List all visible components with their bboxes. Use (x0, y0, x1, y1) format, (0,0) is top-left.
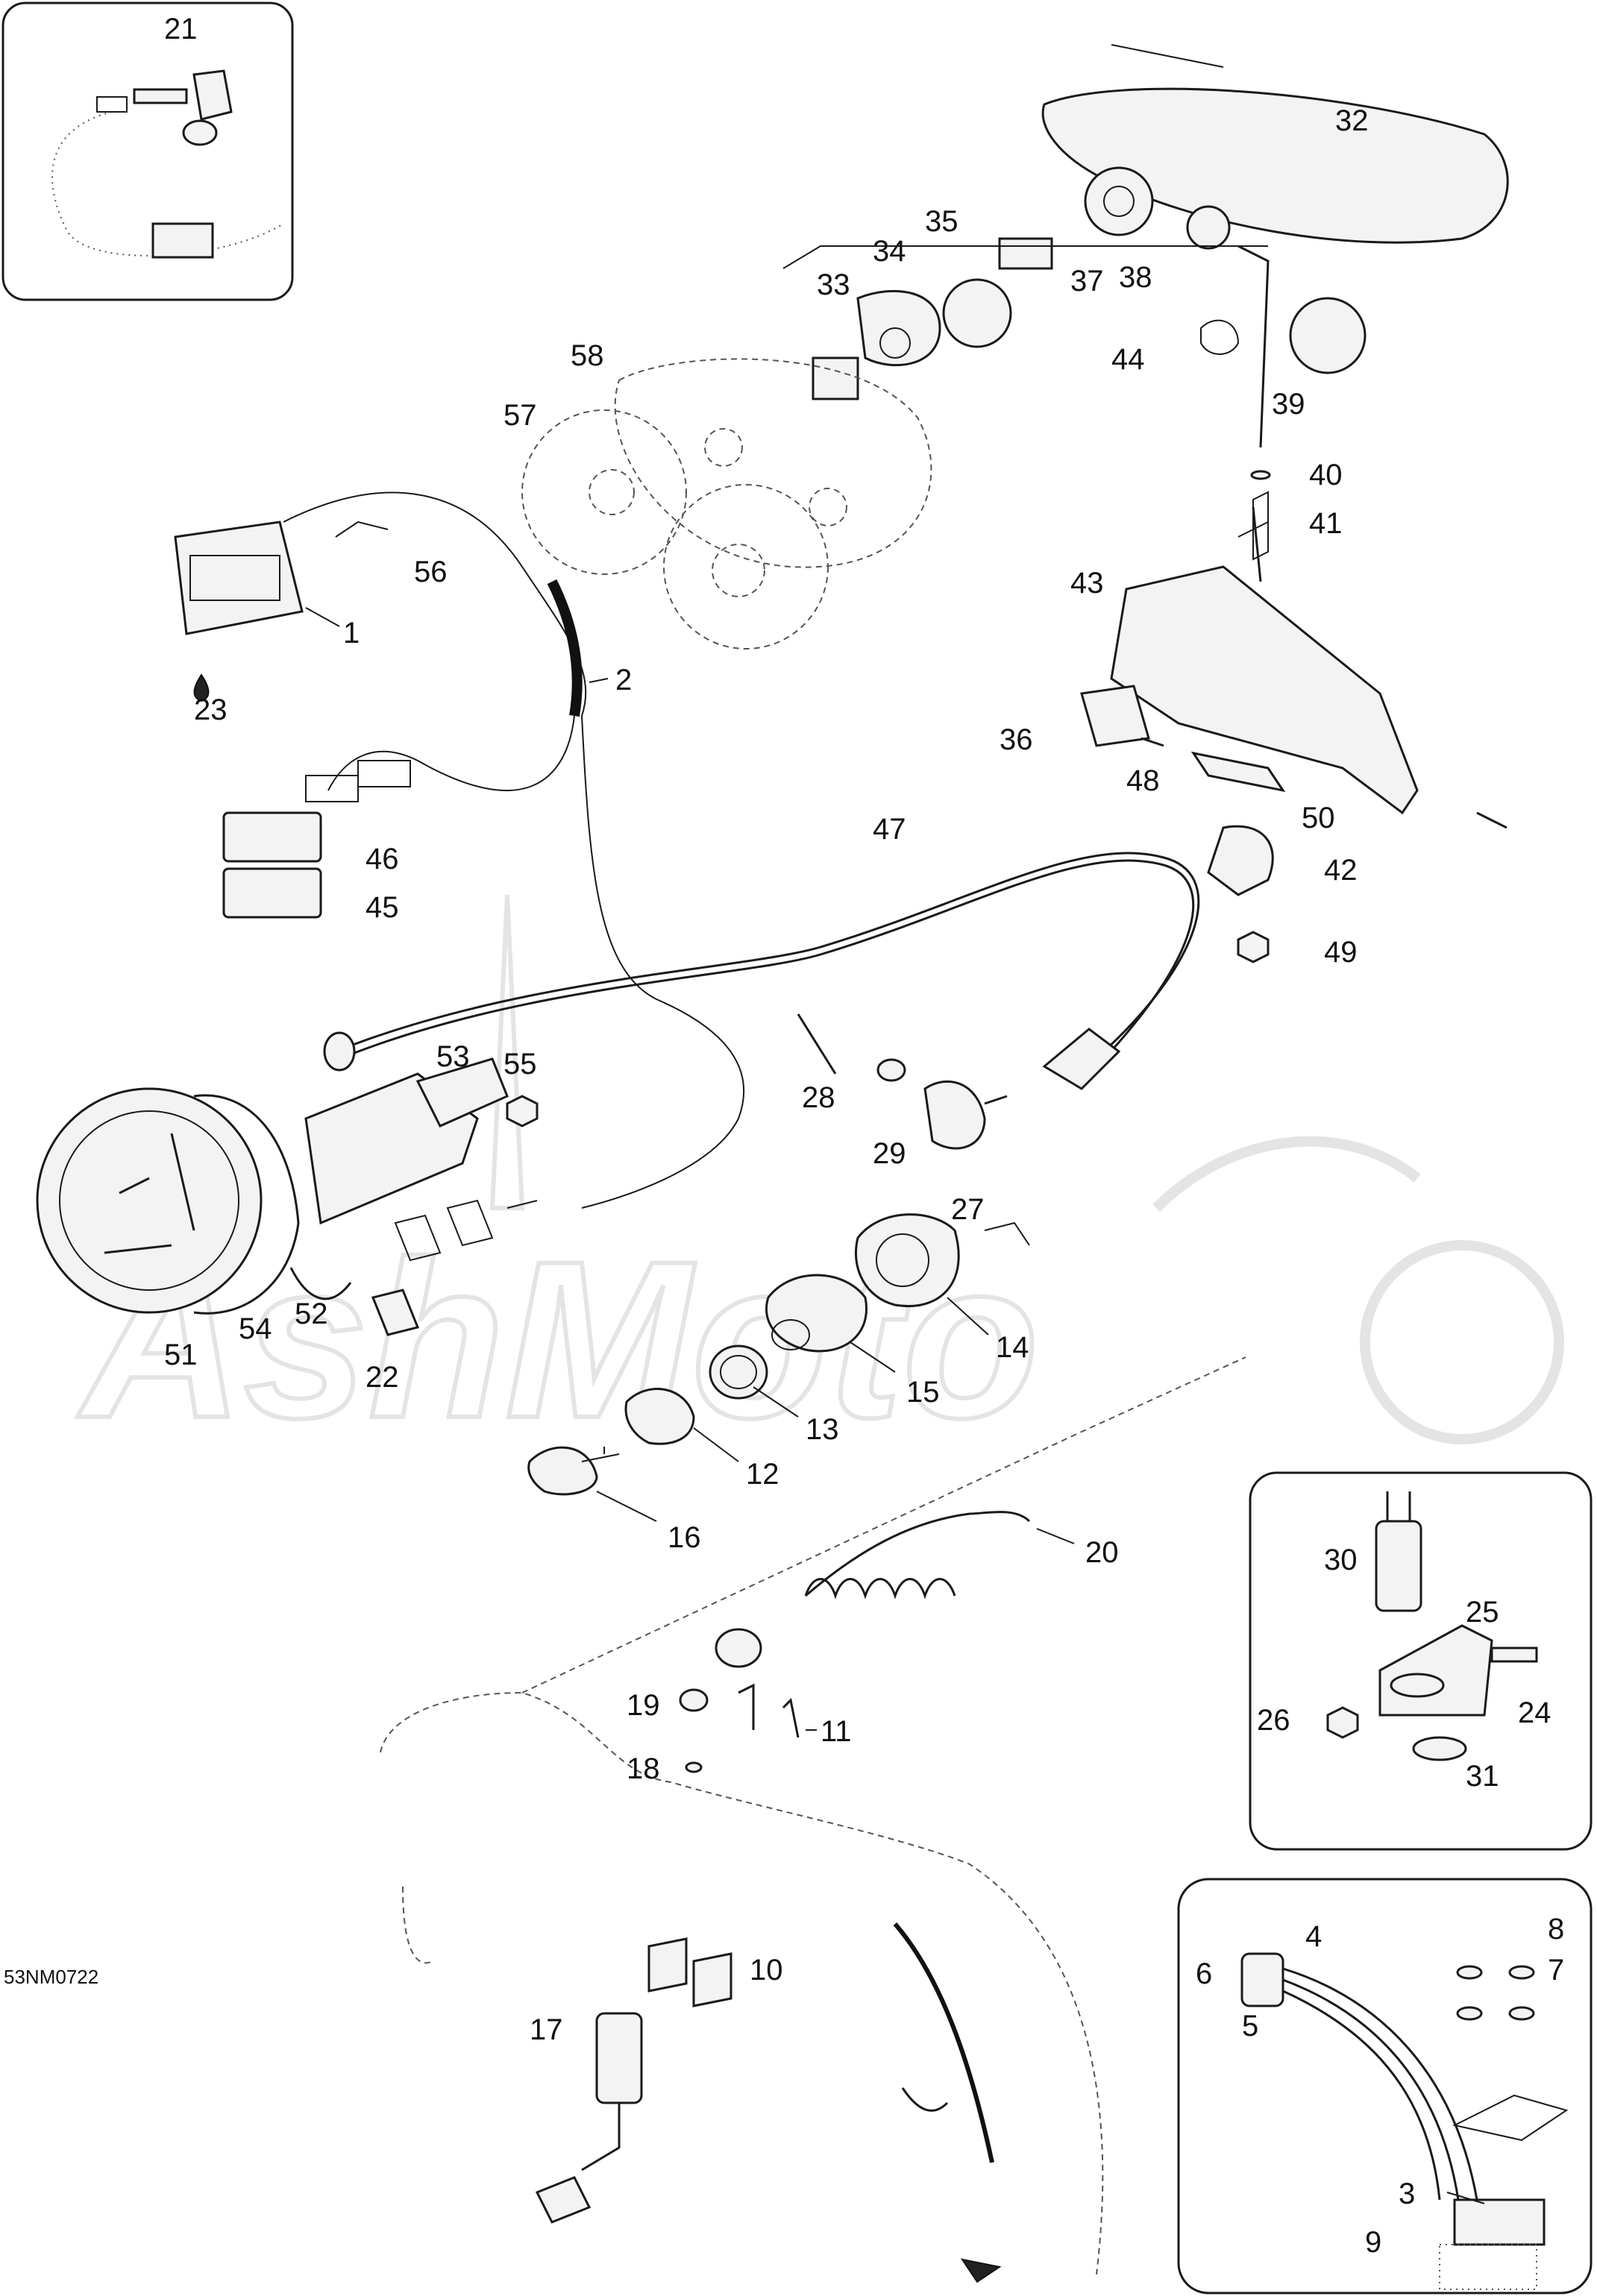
callout-6: 6 (1196, 1957, 1212, 1990)
callout-13: 13 (806, 1413, 839, 1446)
callout-12: 12 (746, 1458, 779, 1491)
inset-ignition-key (1, 1, 294, 301)
inset-sensor-bracket (1249, 1471, 1593, 1851)
callout-18: 18 (627, 1752, 660, 1785)
callout-44: 44 (1111, 343, 1145, 376)
callout-50: 50 (1302, 802, 1335, 834)
callout-48: 48 (1126, 764, 1160, 797)
lanyard-coil (715, 1511, 1031, 1668)
callout-11: 11 (821, 1715, 852, 1748)
wiring-harness (174, 491, 744, 1209)
callout-21: 21 (164, 13, 198, 45)
callout-28: 28 (802, 1081, 835, 1114)
callout-10: 10 (750, 1954, 783, 1987)
gauge-and-cable (36, 852, 1200, 1336)
callout-39: 39 (1272, 388, 1305, 421)
inset-rectifier (1177, 1878, 1593, 2295)
callout-26: 26 (1257, 1704, 1290, 1737)
callout-52: 52 (295, 1298, 328, 1330)
callout-23: 23 (194, 693, 228, 726)
callout-16: 16 (668, 1521, 701, 1554)
dashboard-switches (535, 1683, 800, 2224)
callout-41: 41 (1309, 507, 1343, 540)
callouts: 1 2 3 4 5 6 7 8 9 10 11 12 13 14 15 16 1… (164, 13, 1564, 2259)
callout-20: 20 (1085, 1536, 1119, 1569)
callout-54: 54 (239, 1312, 272, 1345)
callout-45: 45 (365, 891, 399, 924)
callout-57: 57 (503, 399, 537, 432)
callout-47: 47 (873, 813, 906, 846)
callout-1: 1 (343, 617, 360, 650)
callout-29: 29 (873, 1137, 906, 1170)
callout-2: 2 (615, 664, 632, 696)
callout-51: 51 (164, 1339, 198, 1371)
headlamp-bracket (1080, 470, 1507, 963)
callout-22: 22 (365, 1361, 399, 1394)
lens-plates (521, 358, 932, 650)
callout-42: 42 (1324, 854, 1358, 887)
callout-8: 8 (1548, 1913, 1564, 1946)
watermark: AshMoto (73, 894, 1564, 1467)
callout-40: 40 (1309, 459, 1343, 491)
callout-17: 17 (530, 2013, 563, 2046)
callout-4: 4 (1305, 1920, 1322, 1953)
callout-25: 25 (1466, 1596, 1499, 1629)
callout-34: 34 (873, 235, 906, 268)
callout-58: 58 (571, 339, 604, 372)
callout-36: 36 (1000, 723, 1033, 756)
bulb-socket-group (782, 237, 1268, 400)
dashboard-outline (380, 1356, 1246, 2283)
ignition-switch-group (527, 1213, 1030, 1496)
callout-32: 32 (1335, 104, 1369, 137)
callout-49: 49 (1324, 936, 1358, 969)
callout-31: 31 (1466, 1760, 1499, 1793)
headlamp-housing (1041, 44, 1509, 448)
callout-35: 35 (925, 205, 958, 238)
callout-15: 15 (906, 1376, 940, 1409)
callout-43: 43 (1070, 567, 1104, 600)
callout-53: 53 (436, 1040, 470, 1073)
callout-38: 38 (1119, 261, 1152, 294)
callout-46: 46 (365, 843, 399, 875)
callout-7: 7 (1548, 1954, 1564, 1987)
cable-fitting (797, 1013, 1121, 1150)
callout-3: 3 (1399, 2177, 1415, 2210)
callout-37: 37 (1070, 265, 1104, 298)
callout-55: 55 (503, 1048, 537, 1081)
callout-56: 56 (414, 556, 448, 588)
callout-30: 30 (1324, 1544, 1358, 1576)
callout-9: 9 (1365, 2226, 1381, 2259)
callout-19: 19 (627, 1689, 660, 1722)
reference-code: 53NM0722 (4, 1966, 98, 1988)
callout-14: 14 (996, 1331, 1029, 1364)
callout-27: 27 (951, 1193, 985, 1226)
callout-5: 5 (1242, 2010, 1258, 2042)
callout-24: 24 (1518, 1696, 1551, 1729)
callout-33: 33 (817, 268, 850, 301)
